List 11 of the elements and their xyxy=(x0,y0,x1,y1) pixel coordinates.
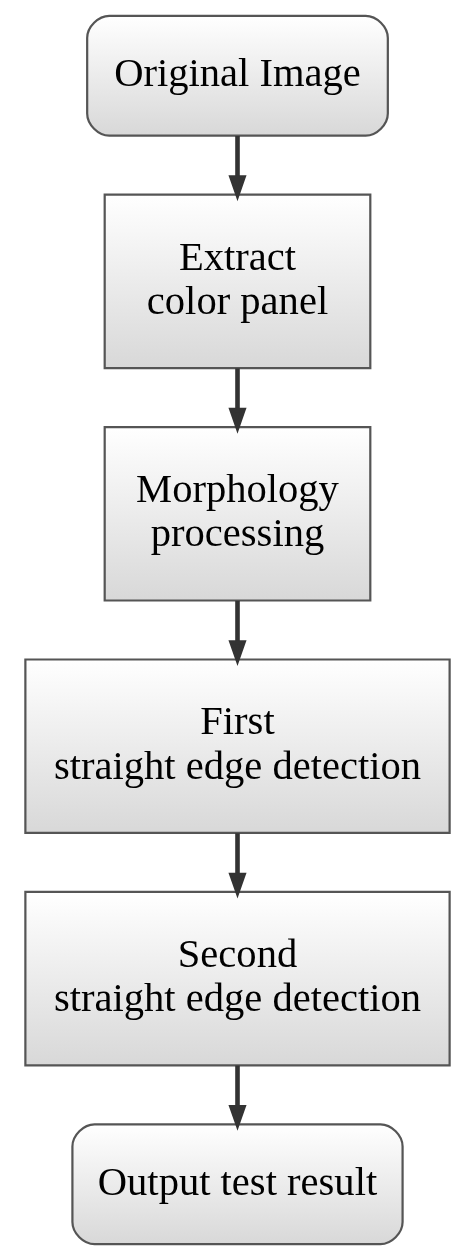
node-box: Extract color panel xyxy=(103,193,371,370)
node-box: Second straight edge detection xyxy=(23,890,451,1067)
node-box: Original Image xyxy=(85,14,389,137)
arrow xyxy=(227,368,247,434)
node-box: First straight edge detection xyxy=(23,658,451,834)
arrow xyxy=(227,136,247,202)
node-box: Output test result xyxy=(70,1123,404,1246)
arrow xyxy=(227,1065,247,1131)
node-box: Morphology processing xyxy=(103,426,371,602)
arrow xyxy=(227,600,247,667)
arrow xyxy=(227,833,247,899)
